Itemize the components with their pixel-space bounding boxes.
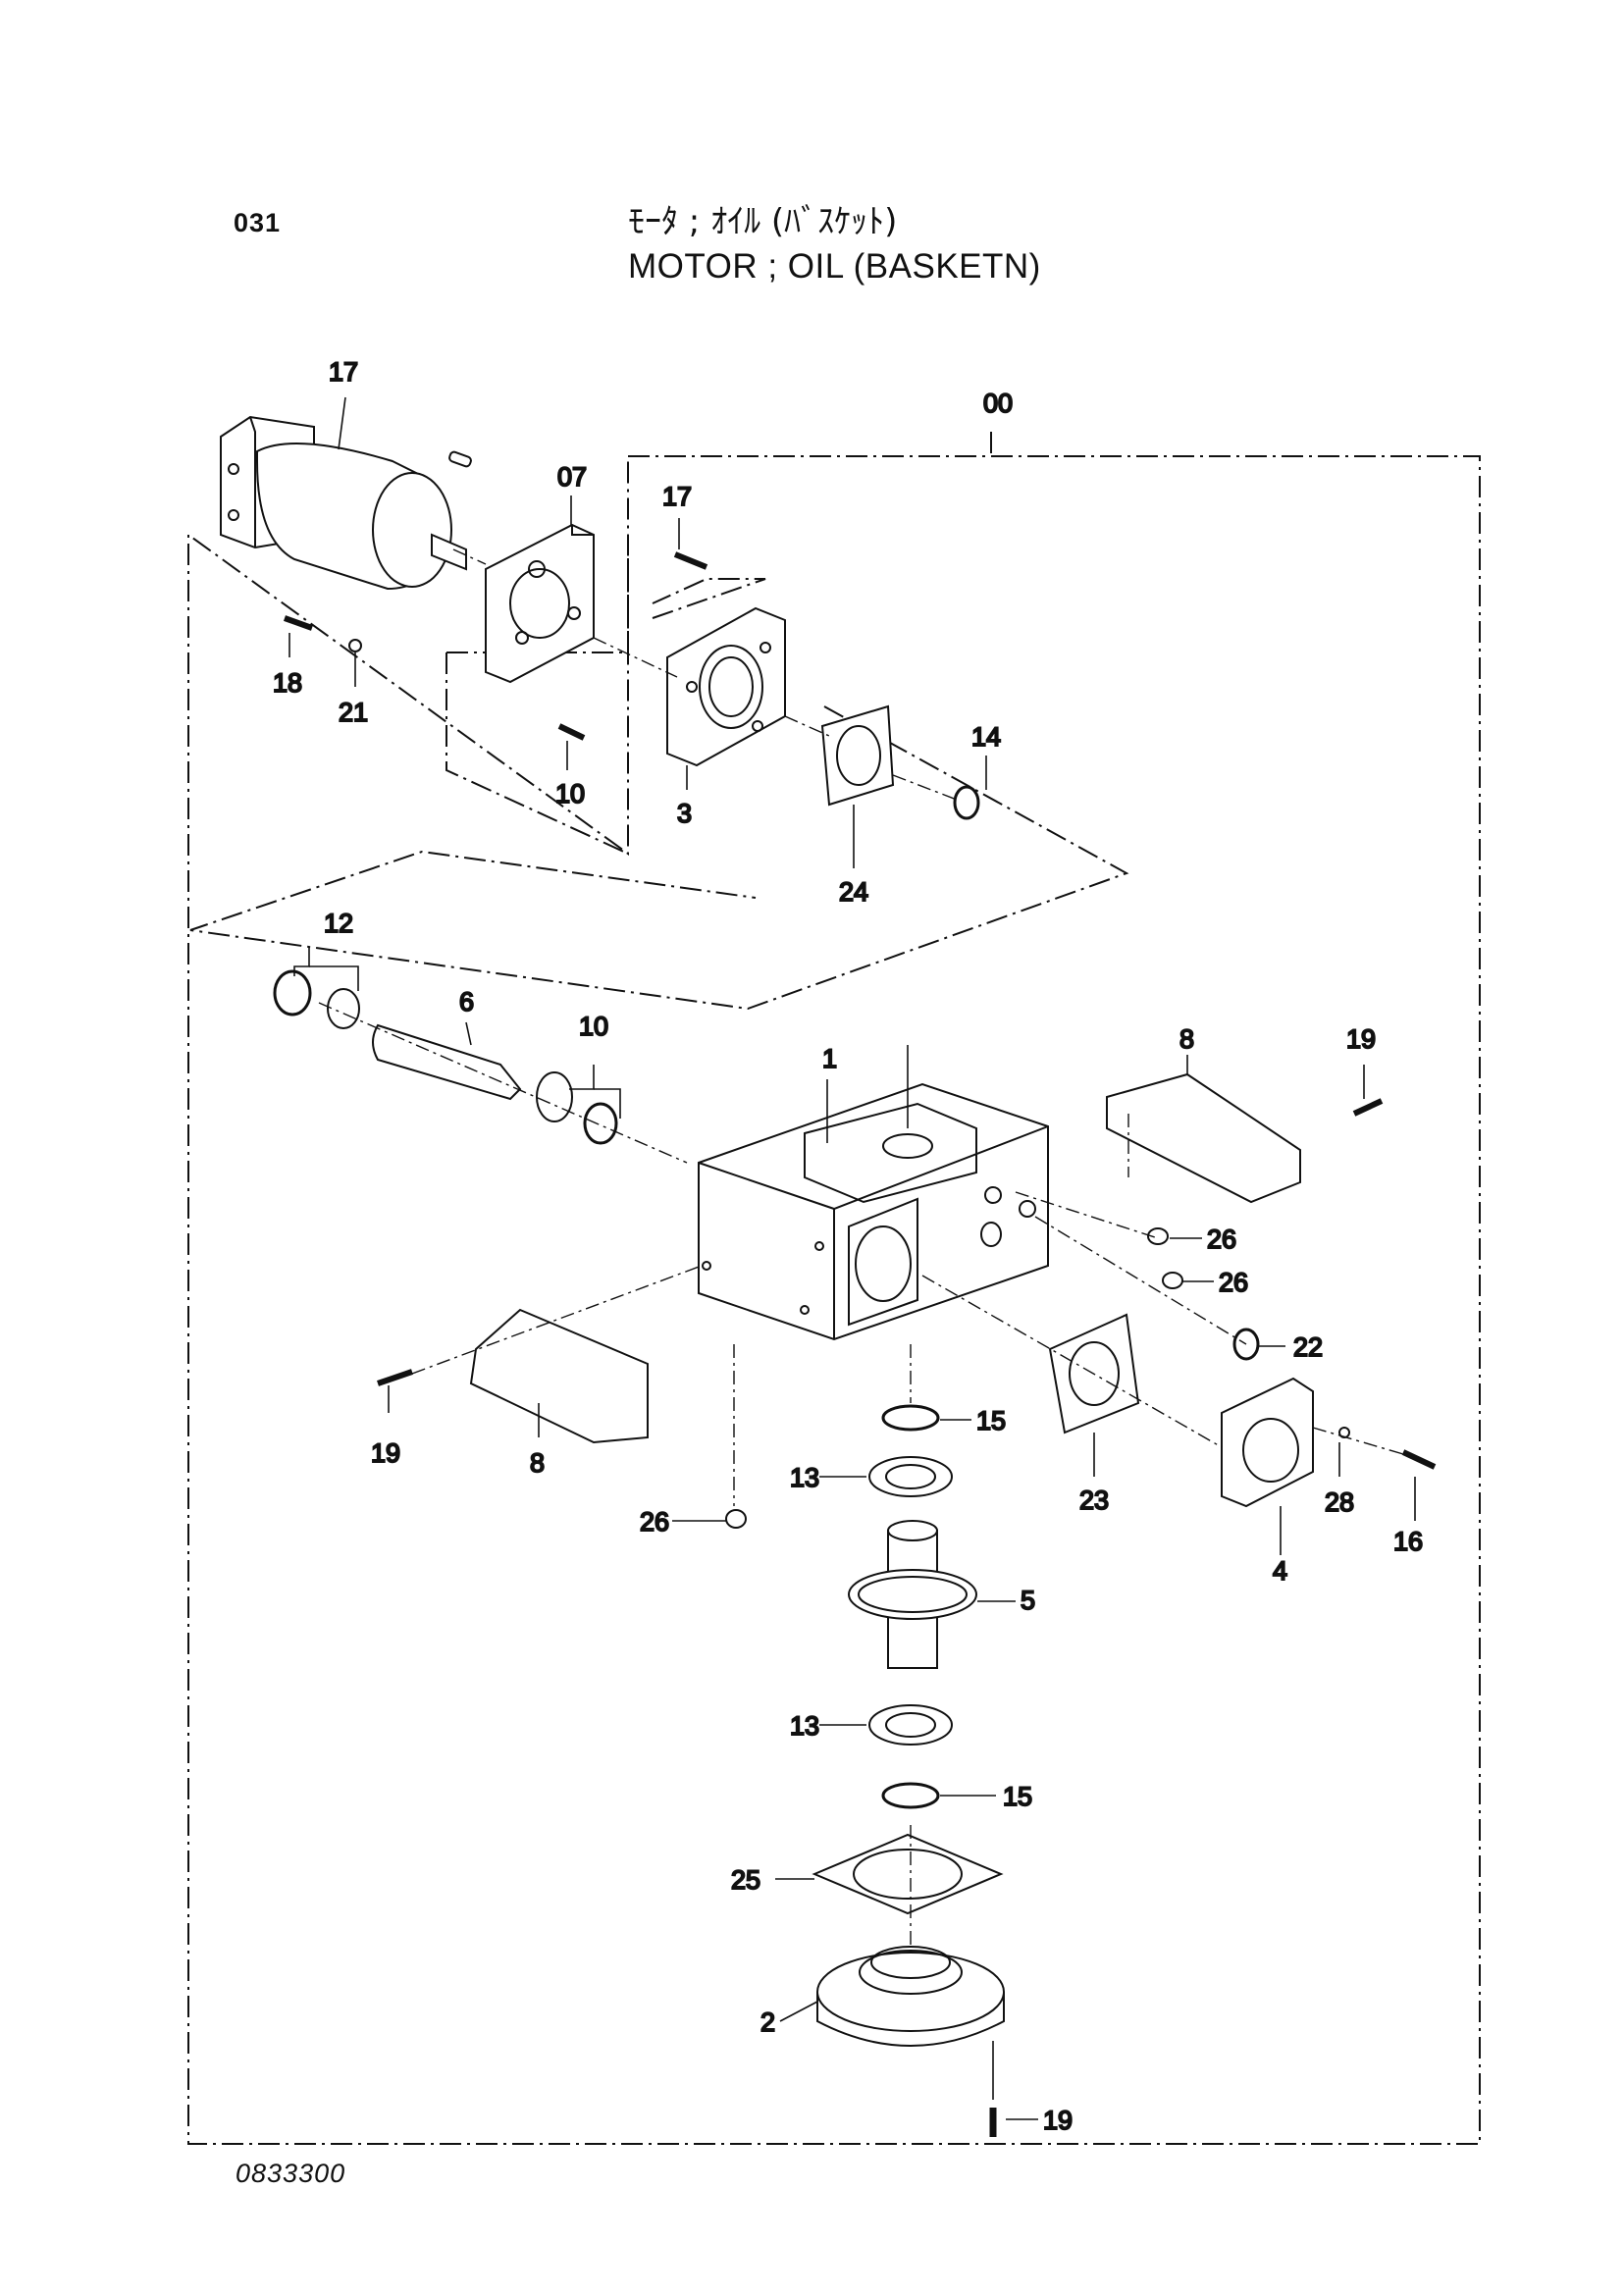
callout-bracket-left: 8 bbox=[530, 1448, 545, 1478]
callout-screw-17: 17 bbox=[662, 482, 692, 511]
callout-plug-26-c: 26 bbox=[640, 1507, 669, 1537]
gasket-25-part bbox=[812, 1833, 1004, 1915]
adapter-plate-part bbox=[485, 523, 595, 684]
callout-cover-side: 4 bbox=[1273, 1556, 1287, 1586]
callout-motor: 17 bbox=[329, 357, 358, 387]
seal-14-part bbox=[953, 785, 980, 820]
screw-16-part bbox=[1401, 1449, 1437, 1470]
plug-26-b-part bbox=[1162, 1272, 1183, 1289]
callout-plug-26-a: 26 bbox=[1207, 1225, 1236, 1254]
flange-part bbox=[666, 606, 786, 767]
callout-cover-bottom: 2 bbox=[760, 2007, 775, 2037]
screw-19-right-part bbox=[1352, 1098, 1384, 1117]
callout-bracket-right: 8 bbox=[1179, 1024, 1194, 1054]
callout-washer-21: 21 bbox=[339, 698, 368, 727]
leader-lines bbox=[288, 396, 1416, 2120]
callout-screw-19-left: 19 bbox=[371, 1438, 400, 1468]
screw-18-part bbox=[283, 615, 314, 631]
cover-bottom-part bbox=[816, 1946, 1005, 2047]
plug-26-c-part bbox=[725, 1509, 747, 1529]
motor-part bbox=[220, 415, 472, 591]
callout-flange: 3 bbox=[677, 799, 692, 828]
callout-screw-19-bottom: 19 bbox=[1043, 2106, 1073, 2135]
bracket-left-part bbox=[469, 1308, 649, 1444]
callout-housing: 1 bbox=[822, 1044, 837, 1073]
callout-bearing-12: 12 bbox=[324, 909, 353, 938]
callout-screw-18: 18 bbox=[273, 668, 302, 698]
callout-washer-28: 28 bbox=[1325, 1487, 1354, 1517]
bearing-10-part bbox=[536, 1071, 618, 1145]
callout-screw-16: 16 bbox=[1393, 1527, 1423, 1556]
callout-screw-10: 10 bbox=[555, 779, 585, 808]
callout-gear: 5 bbox=[1021, 1586, 1035, 1615]
title-japanese: ﾓｰﾀ ; ｵｲﾙ (ﾊﾞｽｹｯﾄ) bbox=[628, 202, 898, 241]
bracket-right-part bbox=[1106, 1072, 1301, 1204]
page-number: 031 bbox=[234, 208, 282, 237]
screw-19-left-part bbox=[377, 1369, 413, 1386]
center-lines bbox=[318, 548, 1404, 1953]
callout-shaft: 6 bbox=[459, 987, 474, 1017]
callout-seal-15-upper: 15 bbox=[976, 1406, 1006, 1435]
gear-part bbox=[848, 1520, 977, 1669]
seal-15-lower-part bbox=[881, 1782, 940, 1809]
gasket-24-part bbox=[820, 704, 895, 807]
callout-assembly: 00 bbox=[983, 389, 1013, 418]
bearing-13-upper-part bbox=[868, 1456, 953, 1497]
title-english: MOTOR ; OIL (BASKETN) bbox=[628, 247, 1041, 286]
callout-screw-19-right: 19 bbox=[1346, 1024, 1376, 1054]
callout-plug-26-b: 26 bbox=[1219, 1268, 1248, 1297]
callout-adapter-plate: 07 bbox=[557, 462, 587, 492]
callout-bearing-10: 10 bbox=[579, 1012, 608, 1041]
callout-bearing-13-lower: 13 bbox=[790, 1711, 819, 1741]
callout-bearing-13-upper: 13 bbox=[790, 1463, 819, 1492]
screw-17-part bbox=[673, 551, 708, 570]
washer-21-part bbox=[348, 639, 362, 652]
shaft-part bbox=[372, 1023, 522, 1101]
callout-gasket-23: 23 bbox=[1079, 1486, 1109, 1515]
plug-26-a-part bbox=[1147, 1227, 1169, 1245]
cover-side-part bbox=[1221, 1377, 1314, 1508]
callout-seal-15-lower: 15 bbox=[1003, 1782, 1032, 1811]
callout-gasket-24: 24 bbox=[839, 877, 868, 907]
assembly-boundary bbox=[187, 432, 1481, 2145]
screw-10-part bbox=[557, 723, 586, 741]
seal-15-upper-part bbox=[881, 1404, 940, 1432]
seal-22-part bbox=[1232, 1328, 1260, 1361]
callout-seal-22: 22 bbox=[1293, 1332, 1323, 1362]
callout-gasket-25: 25 bbox=[731, 1865, 760, 1895]
bearing-13-lower-part bbox=[868, 1704, 953, 1746]
housing-part bbox=[698, 1082, 1049, 1341]
document-code: 0833300 bbox=[236, 2159, 346, 2188]
callout-seal-14: 14 bbox=[971, 722, 1001, 752]
bearing-12-part bbox=[273, 969, 360, 1029]
